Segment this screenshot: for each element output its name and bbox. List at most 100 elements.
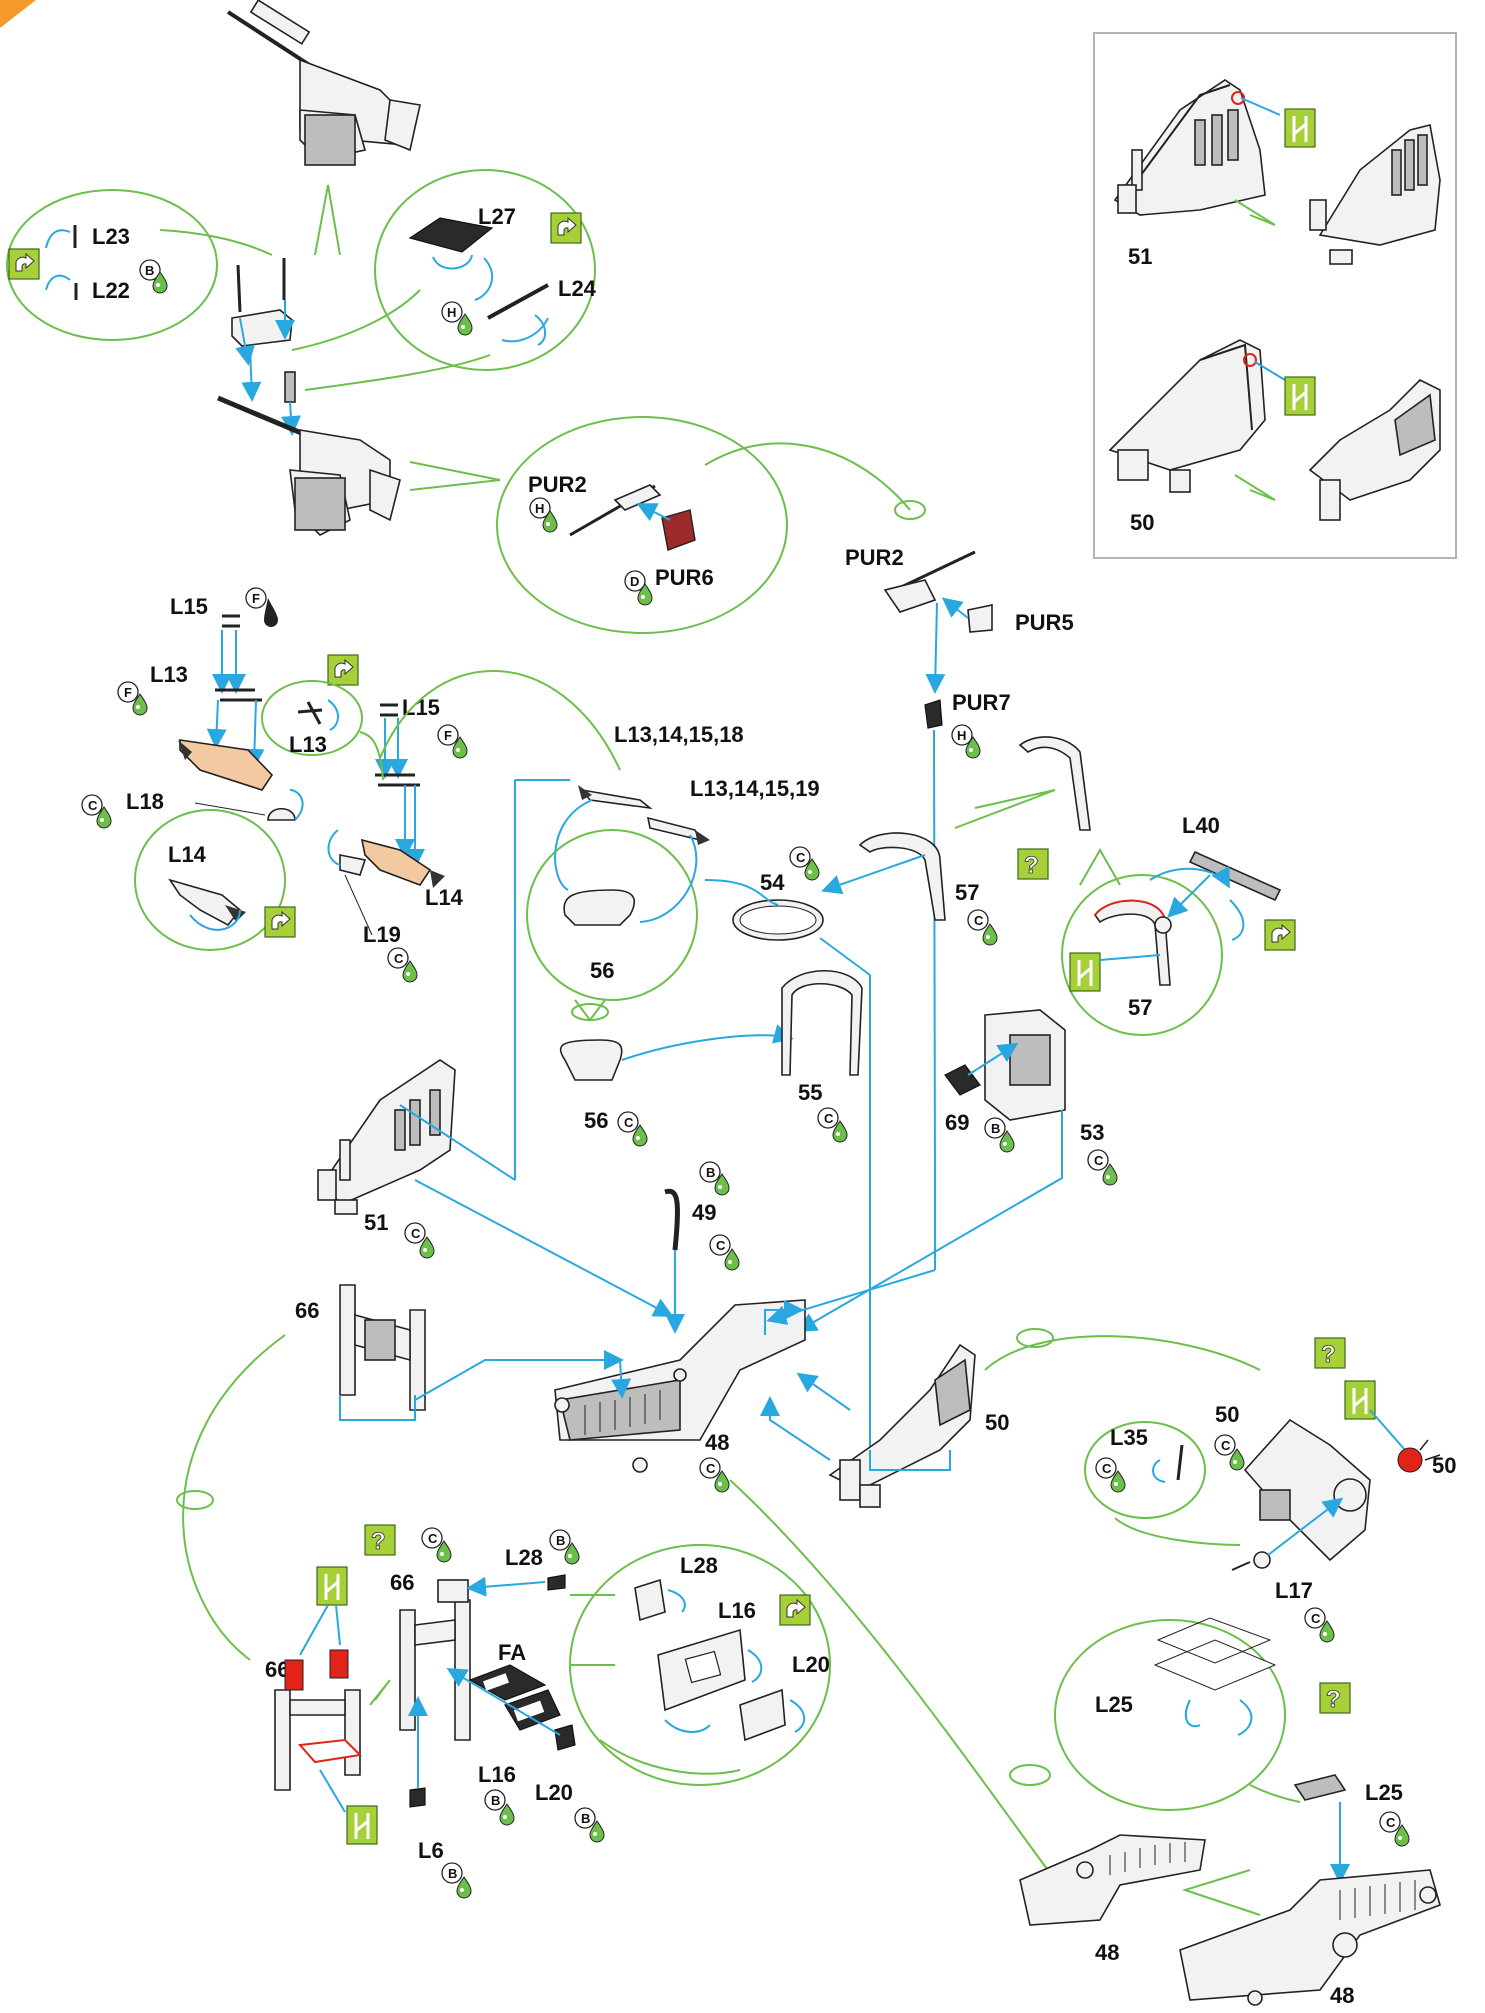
label-L13-14-15-18: L13,14,15,18 <box>614 722 744 747</box>
cut-icon <box>1068 951 1102 993</box>
label-L22: L22 <box>92 278 130 303</box>
glue-badge-letter: C <box>824 1111 834 1126</box>
handle-part-assembly <box>231 258 301 436</box>
label-L13: L13 <box>150 662 188 687</box>
detail-circle-57 <box>1061 874 1223 1036</box>
part-66 <box>339 1284 426 1411</box>
detail-circle-L35 <box>1084 1421 1206 1519</box>
label-L27: L27 <box>478 204 516 229</box>
glue-badge-letter: C <box>428 1531 438 1546</box>
svg-text:?: ? <box>371 1528 386 1555</box>
label-66-middle: 66 <box>390 1570 414 1595</box>
detail-circle-L27-L24 <box>374 169 596 371</box>
question-icon: ? <box>1017 848 1049 880</box>
inset-step-50-after <box>1308 379 1441 521</box>
part-66-bottom <box>274 1649 363 1791</box>
glue-badge-letter: B <box>581 1811 590 1826</box>
svg-text:?: ? <box>1024 852 1039 879</box>
glue-badge-letter: H <box>957 728 966 743</box>
label-L28: L28 <box>505 1545 543 1570</box>
cut-icon <box>1283 375 1317 417</box>
label-L25: L25 <box>1365 1780 1403 1805</box>
glue-badge-letter: H <box>447 305 456 320</box>
label-56: 56 <box>590 958 614 983</box>
glue-badge-letter: C <box>88 798 98 813</box>
label-56-part: 56 <box>584 1108 608 1133</box>
inset-panel: 51 50 <box>1093 32 1457 559</box>
label-L35: L35 <box>1110 1425 1148 1450</box>
detail-circle-PUR2-PUR6 <box>496 416 788 634</box>
glue-badge-letter: C <box>716 1238 726 1253</box>
glue-badge-letter: H <box>535 501 544 516</box>
label-66: 66 <box>295 1298 319 1323</box>
label-PUR6: PUR6 <box>655 565 714 590</box>
glue-badge-letter: F <box>124 685 132 700</box>
part-51 <box>317 1059 456 1215</box>
glue-badge-letter: C <box>1221 1438 1231 1453</box>
cut-icon <box>315 1565 349 1607</box>
inset-step-51-after <box>1309 124 1441 265</box>
label-L40: L40 <box>1182 813 1220 838</box>
label-L16-detail: L16 <box>718 1598 756 1623</box>
label-57: 57 <box>955 880 979 905</box>
label-53: 53 <box>1080 1120 1104 1145</box>
rotate-icon <box>550 212 582 244</box>
glue-badge-letter: B <box>991 1121 1000 1136</box>
question-icon: ? <box>1314 1337 1346 1369</box>
label-L17: L17 <box>1275 1578 1313 1603</box>
cut-icon <box>1343 1379 1377 1421</box>
glue-badge-letter: D <box>630 574 639 589</box>
glue-badge-letter: F <box>252 591 260 606</box>
glue-badge-letter: C <box>974 913 984 928</box>
part-L25 <box>1293 1774 1347 1801</box>
inset-step-51-before <box>1113 79 1266 216</box>
glue-badge-letter: C <box>1094 1153 1104 1168</box>
label-L18: L18 <box>126 789 164 814</box>
detail-circle-L14 <box>134 809 286 951</box>
label-L13-detail: L13 <box>289 732 327 757</box>
part-PUR7 <box>924 699 943 729</box>
label-57-detail: 57 <box>1128 995 1152 1020</box>
question-icon: ? <box>1319 1682 1351 1714</box>
label-55: 55 <box>798 1080 822 1105</box>
label-PUR5: PUR5 <box>1015 610 1074 635</box>
cut-icon <box>1283 107 1317 149</box>
label-L6: L6 <box>418 1838 444 1863</box>
cut-icon <box>345 1804 379 1846</box>
label-FA: FA <box>498 1640 526 1665</box>
label-49: 49 <box>692 1200 716 1225</box>
glue-badge-letter: B <box>556 1533 565 1548</box>
glue-badge-letter: F <box>444 728 452 743</box>
glue-badge-letter: B <box>448 1866 457 1881</box>
svg-text:?: ? <box>1326 1686 1341 1713</box>
base-48-final <box>1179 1869 1441 2006</box>
glue-badge-letter: C <box>624 1115 634 1130</box>
label-L23: L23 <box>92 224 130 249</box>
svg-text:?: ? <box>1321 1341 1336 1368</box>
corner-mark <box>0 0 36 28</box>
part-69 <box>944 1064 981 1096</box>
glue-badge-letter: C <box>1311 1611 1321 1626</box>
glue-badge-letter: C <box>706 1461 716 1476</box>
label-54: 54 <box>760 870 785 895</box>
detail-circle-L13 <box>261 680 363 756</box>
label-L20-detail: L20 <box>792 1652 830 1677</box>
inset-step-number-51: 51 <box>1128 244 1152 269</box>
glue-badge-letter: C <box>411 1226 421 1241</box>
label-L15-top: L15 <box>170 594 208 619</box>
gun-PUR2 <box>883 550 976 613</box>
label-L14-detail: L14 <box>168 842 207 867</box>
label-PUR2-detail: PUR2 <box>528 472 587 497</box>
label-50-detail: 50 <box>1215 1402 1239 1427</box>
part-tan-right <box>360 838 432 886</box>
label-L19: L19 <box>363 922 401 947</box>
base-48 <box>554 1299 806 1473</box>
base-48-detail <box>1019 1834 1206 1926</box>
label-50: 50 <box>985 1410 1009 1435</box>
glue-badge-letter: C <box>394 951 404 966</box>
label-51: 51 <box>364 1210 388 1235</box>
part-55 <box>781 970 863 1076</box>
part-50-detail <box>1243 1418 1371 1562</box>
rotate-icon <box>779 1594 811 1626</box>
detail-circle-L25 <box>1054 1619 1286 1811</box>
